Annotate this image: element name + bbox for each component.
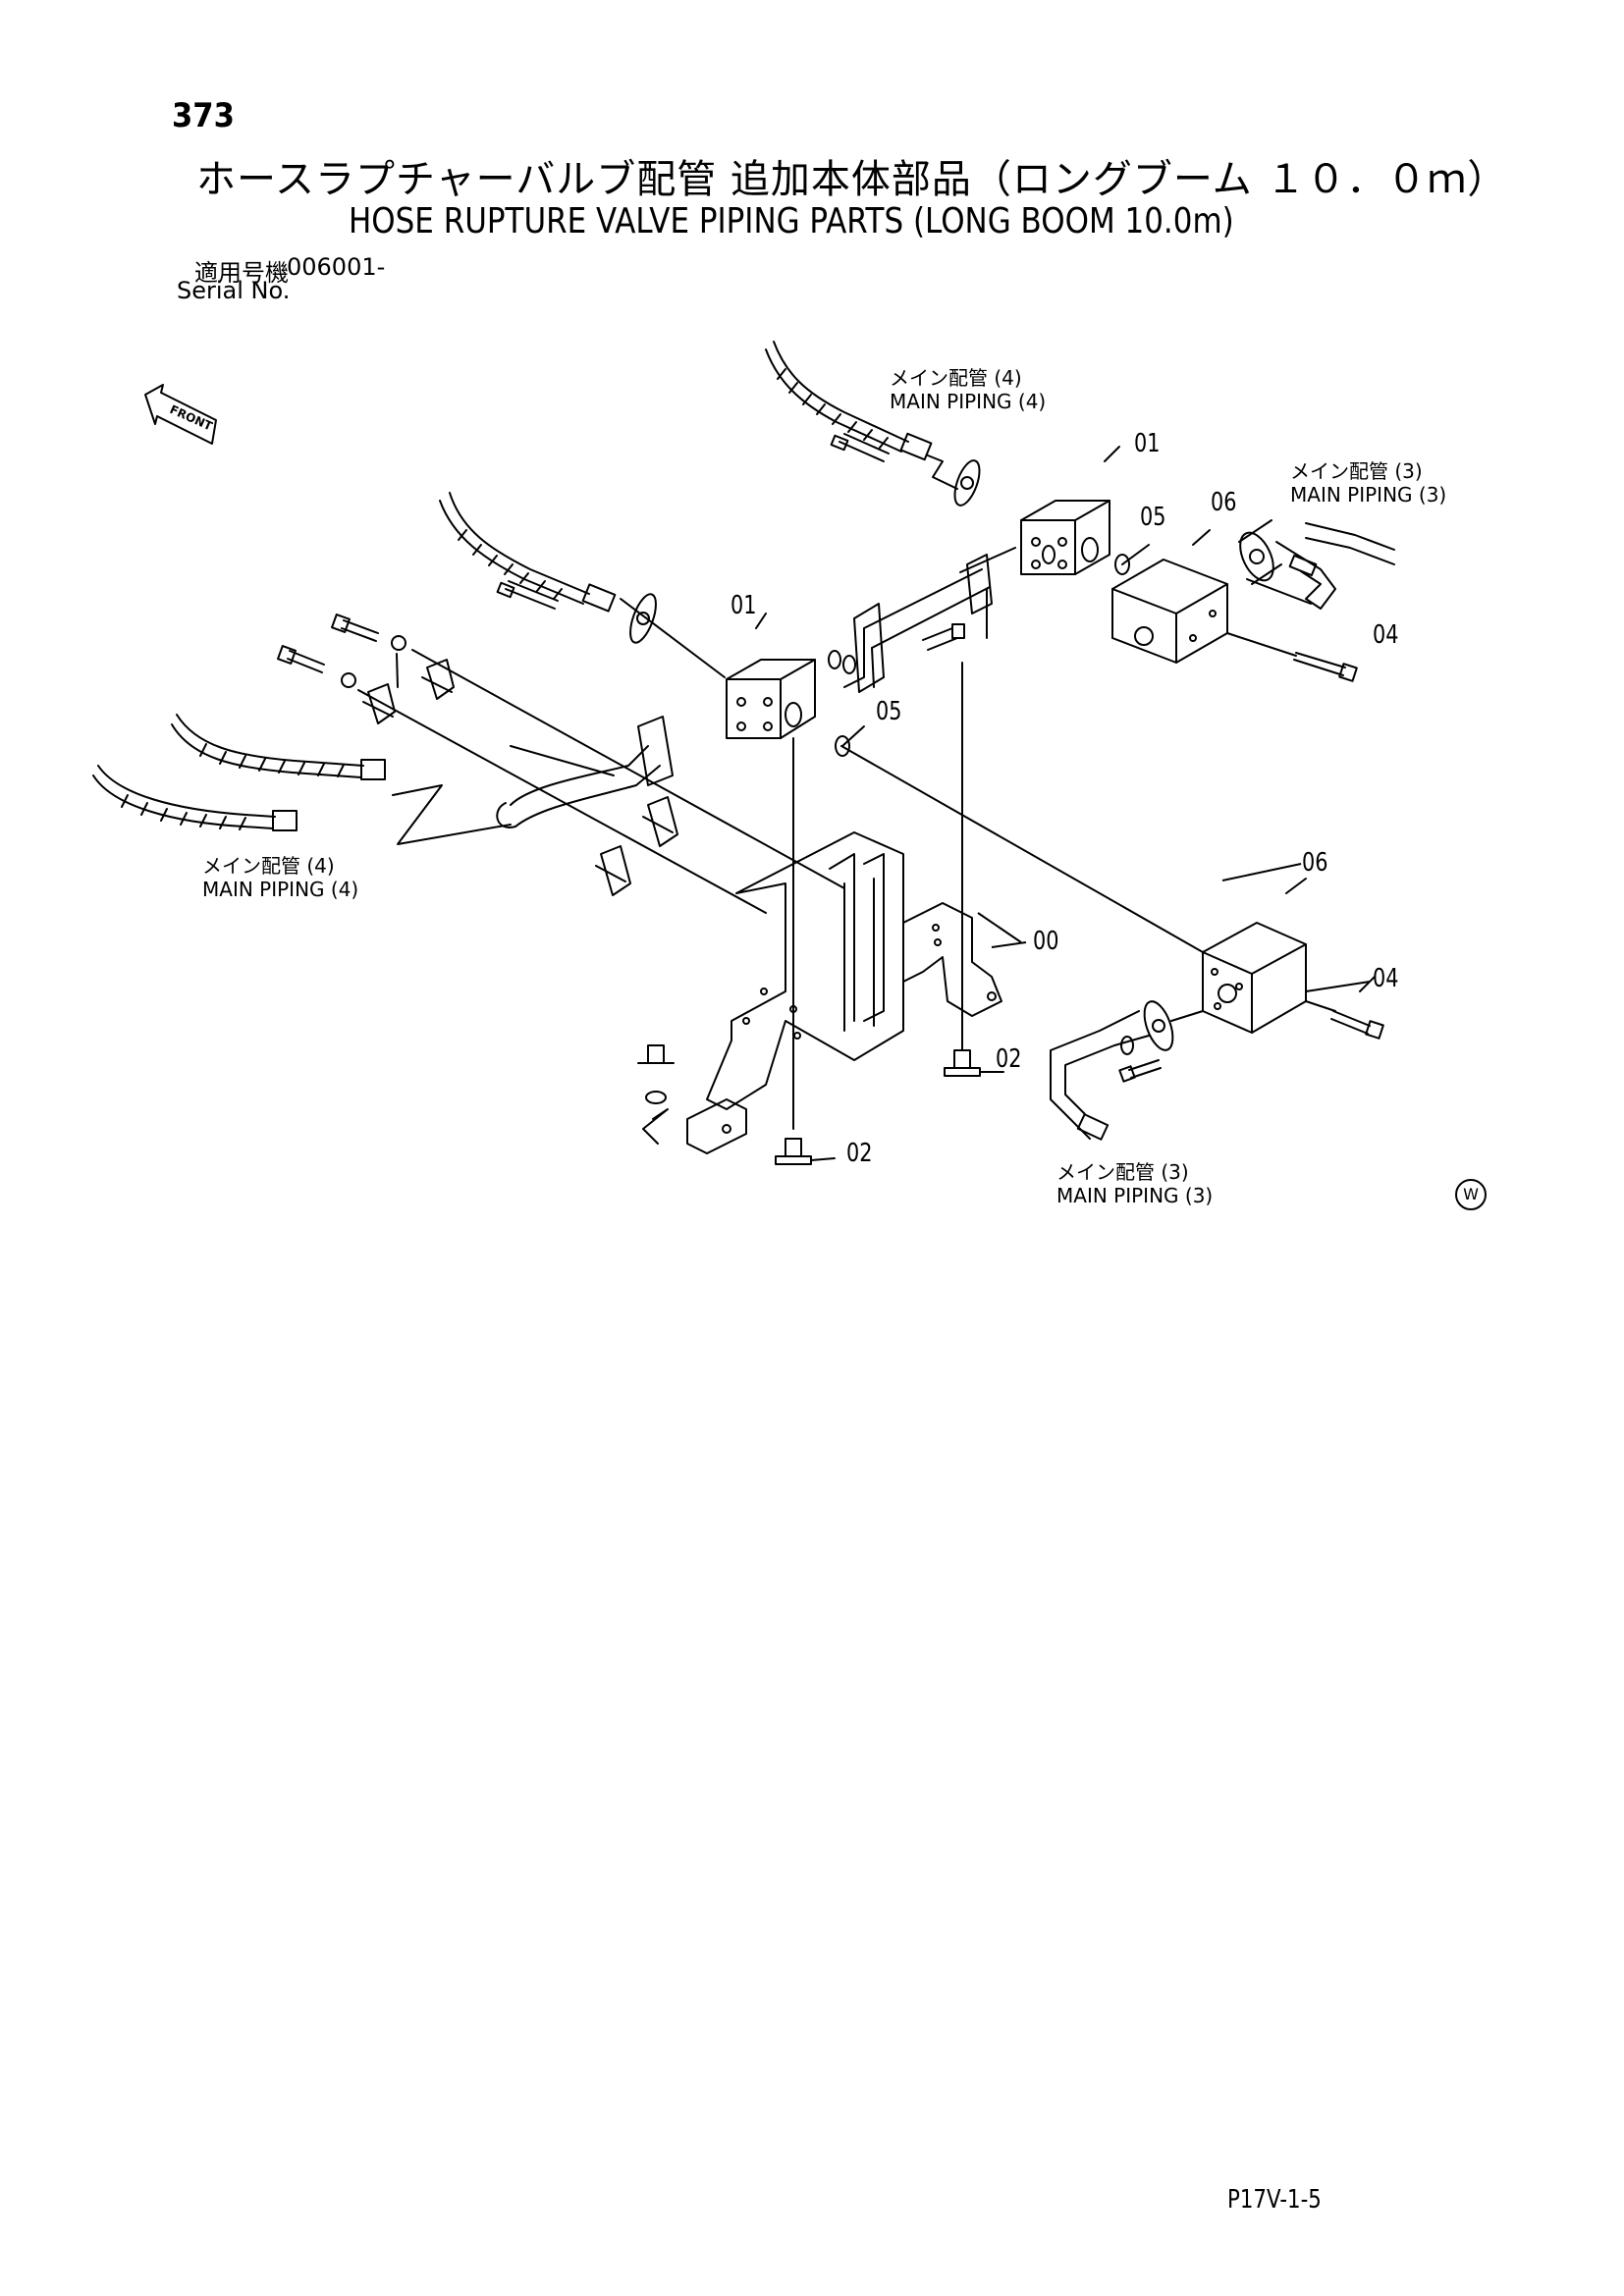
flange-top-right: [1233, 520, 1394, 609]
callout-02-bottom: 02: [846, 1139, 873, 1168]
leader-line-05: [841, 746, 1203, 952]
piping-label-left: メイン配管 (4) MAIN PIPING (4): [202, 854, 358, 901]
bent-pipe-lower-left: [497, 717, 673, 828]
callout-05-top: 05: [1140, 503, 1166, 532]
page-number: 373: [172, 96, 235, 135]
callout-06-lower: 06: [1302, 848, 1328, 878]
bolts-washers-left: [278, 614, 406, 687]
piping-label-ja: メイン配管 (4): [890, 366, 1022, 390]
piping-label-right: メイン配管 (3) MAIN PIPING (3): [1290, 459, 1446, 507]
piping-label-en: MAIN PIPING (3): [1290, 483, 1447, 507]
valve-block-01-top: [1021, 447, 1119, 574]
piping-label-ja: メイン配管 (3): [1290, 459, 1423, 483]
valve-block-06-top: [1112, 530, 1227, 663]
o-ring-05-top: [1115, 555, 1129, 574]
flange-lower-right: [1051, 997, 1203, 1139]
bolt-02-middle: [945, 1050, 1003, 1076]
leader-lines-left: [358, 650, 844, 913]
callout-01-middle: 01: [731, 591, 757, 620]
front-arrow-icon: [145, 385, 216, 444]
bolt-washer-bracket-left: [638, 1045, 674, 1144]
hose-top-main-piping-4: [766, 342, 985, 508]
piping-label-en: MAIN PIPING (4): [890, 390, 1047, 413]
bracket-00: [687, 832, 1001, 1153]
hoses-lower-left: [93, 715, 385, 830]
piping-label-en: MAIN PIPING (4): [202, 878, 359, 901]
piping-label-top: メイン配管 (4) MAIN PIPING (4): [890, 366, 1046, 413]
callout-02-middle: 02: [996, 1044, 1022, 1074]
serial-label-english: Serial No.: [177, 277, 291, 304]
serial-number-value: 006001-: [287, 253, 386, 281]
leader-line-top: [960, 548, 1015, 572]
valve-block-06-lower: [1203, 879, 1306, 1033]
callout-05-middle: 05: [876, 697, 902, 726]
piping-label-bottom: メイン配管 (3) MAIN PIPING (3): [1056, 1160, 1213, 1207]
serial-label-japanese: 適用号機: [194, 259, 289, 287]
callout-01-top: 01: [1134, 429, 1161, 458]
bent-pipe-center: [843, 555, 992, 692]
hose-left-upper: [440, 493, 661, 646]
o-ring-05-middle: [836, 736, 849, 756]
callout-04-lower: 04: [1373, 964, 1399, 993]
callout-04-top: 04: [1373, 620, 1399, 650]
pipe-clamps-left: [363, 660, 677, 895]
leader-line-flange: [621, 599, 725, 677]
callout-00-bracket: 00: [1033, 927, 1059, 956]
page-code: P17V-1-5: [1227, 2185, 1322, 2215]
bolt-04-top: [1227, 633, 1357, 681]
page-title-japanese: ホースラプチャーバルブ配管 追加本体部品（ロングブーム １０．０ｍ）: [196, 157, 1508, 202]
page-title-english: HOSE RUPTURE VALVE PIPING PARTS (LONG BO…: [349, 201, 1234, 241]
callout-06-top: 06: [1211, 488, 1237, 517]
piping-label-ja: メイン配管 (3): [1056, 1160, 1189, 1184]
bolt-02-bottom: [776, 1139, 835, 1164]
valve-block-01-middle: [727, 614, 815, 738]
w-mark-icon: W: [1455, 1179, 1487, 1210]
piping-label-en: MAIN PIPING (3): [1056, 1184, 1214, 1207]
piping-label-ja: メイン配管 (4): [202, 854, 335, 878]
bolt-04-lower: [1306, 977, 1383, 1039]
